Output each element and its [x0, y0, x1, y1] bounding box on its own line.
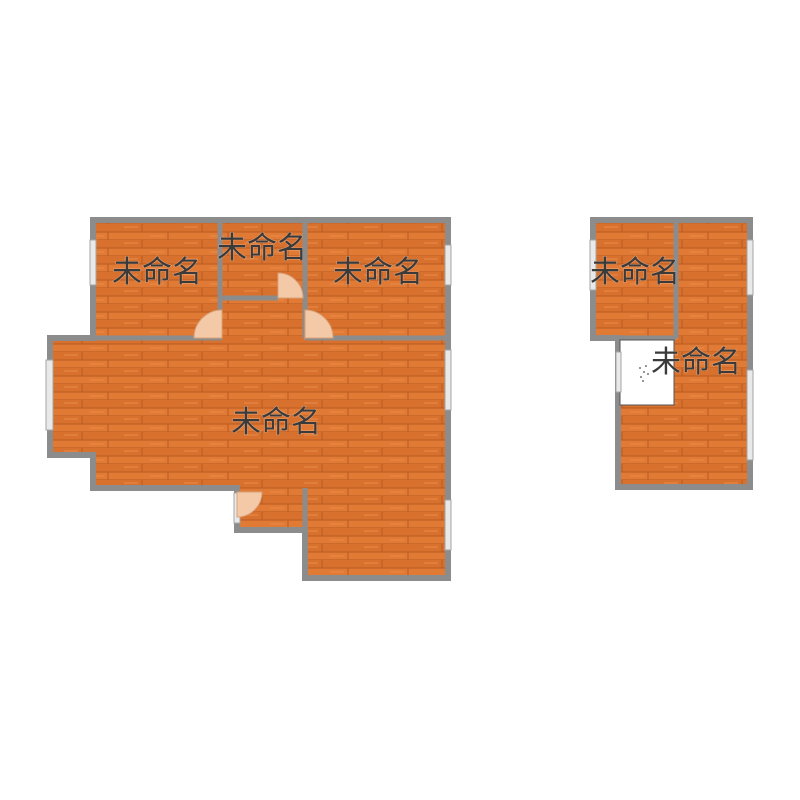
room-label: 未命名: [231, 405, 321, 440]
room-label: 未命名: [112, 255, 202, 290]
window: [746, 239, 754, 296]
left-unit: [45, 217, 452, 581]
window: [615, 351, 622, 393]
room-label: 未命名: [217, 231, 307, 266]
door-swing: [304, 309, 334, 339]
window: [45, 359, 54, 431]
window: [444, 349, 452, 411]
right-unit-interior-walls: [593, 220, 679, 341]
window: [444, 499, 452, 551]
room-label: 未命名: [651, 345, 741, 380]
window: [444, 244, 452, 286]
window: [589, 239, 597, 291]
window: [89, 239, 97, 286]
left-unit-floor: [50, 220, 448, 578]
right-unit: [589, 217, 754, 490]
right-unit-windows: [589, 239, 754, 461]
room-label: 未命名: [590, 255, 680, 290]
left-unit-doors: [193, 272, 334, 518]
door-swing: [277, 272, 304, 299]
door-swing: [193, 309, 223, 339]
left-unit-windows: [45, 239, 452, 551]
window: [746, 369, 754, 461]
room-label: 未命名: [333, 255, 423, 290]
stair-marks: [639, 365, 649, 382]
door-swing: [236, 491, 263, 518]
